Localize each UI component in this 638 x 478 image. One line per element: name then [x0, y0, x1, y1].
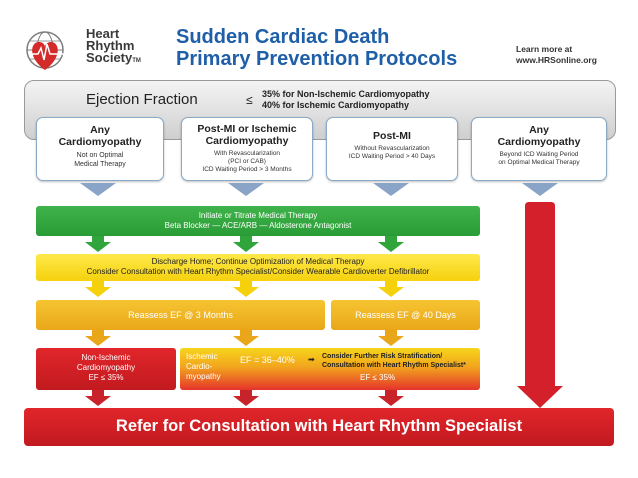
arrow-down-orange: [233, 330, 259, 346]
arrow-down-blue: [228, 183, 264, 196]
ischemic-further-line1: Consider Further Risk Stratification/: [322, 353, 443, 360]
ischemic-label2: Cardio-: [186, 362, 213, 371]
heart-globe-icon: [26, 31, 64, 70]
discharge-box: Discharge Home; Continue Optimization of…: [36, 254, 480, 281]
ischemic-further-line2: Consultation with Heart Rhythm Specialis…: [322, 362, 466, 369]
ejection-fraction-criteria: 35% for Non-Ischemic Cardiomyopathy 40% …: [262, 89, 430, 111]
arrow-down-red: [85, 390, 111, 406]
arrow-down-blue: [80, 183, 116, 196]
medical-therapy-box: Initiate or Titrate Medical Therapy Beta…: [36, 206, 480, 236]
ischemic-label: Ischemic Cardio- myopathy: [186, 352, 221, 382]
discharge-line2: Consider Consultation with Heart Rhythm …: [86, 267, 430, 276]
arrow-down-red: [378, 390, 404, 406]
ischemic-further: Consider Further Risk Stratification/ Co…: [322, 352, 466, 370]
medical-therapy-line1: Initiate or Titrate Medical Therapy: [198, 211, 318, 220]
logo-line2: Rhythm: [86, 38, 135, 53]
category-sub: With Revascularization(PCI or CAB)ICD Wa…: [202, 150, 292, 173]
page-title: Sudden Cardiac Death Primary Prevention …: [176, 26, 506, 70]
arrow-down-yellow: [233, 281, 259, 297]
ischemic-label3: myopathy: [186, 372, 221, 381]
ischemic-label1: Ischemic: [186, 352, 218, 361]
nonischemic-box: Non-Ischemic Cardiomyopathy EF ≤ 35%: [36, 348, 176, 390]
learn-more: Learn more at www.HRSonline.org: [516, 44, 626, 66]
reassess-3-months-box: Reassess EF @ 3 Months: [36, 300, 325, 330]
category-title: Post-MI: [373, 130, 411, 142]
ischemic-ef-low: EF ≤ 35%: [360, 373, 396, 382]
arrow-down-yellow: [378, 281, 404, 297]
red-column-arrow: [517, 202, 563, 408]
title-line1: Sudden Cardiac Death: [176, 26, 390, 48]
ef-criteria-nonischemic: 35% for Non-Ischemic Cardiomyopathy: [262, 89, 430, 99]
refer-label: Refer for Consultation with Heart Rhythm…: [115, 417, 523, 435]
discharge-line1: Discharge Home; Continue Optimization of…: [151, 257, 365, 266]
ischemic-box: [180, 348, 480, 390]
nonischemic-line2: Cardiomyopathy: [76, 363, 136, 372]
arrow-down-blue: [522, 183, 558, 196]
ischemic-ef-range: EF = 36–40%: [240, 355, 295, 365]
arrow-down-green: [378, 236, 404, 252]
logo-tm: TM: [132, 58, 141, 64]
logo-line3: Society: [86, 50, 133, 65]
ejection-fraction-symbol: ≤: [246, 93, 253, 107]
learn-more-line1: Learn more at: [516, 44, 573, 54]
ejection-fraction-label: Ejection Fraction: [86, 91, 198, 108]
reassess-40-days-label: Reassess EF @ 40 Days: [355, 310, 456, 320]
arrow-down-orange: [378, 330, 404, 346]
arrow-down-red: [233, 390, 259, 406]
logo: Heart Rhythm SocietyTM: [24, 26, 154, 74]
title-line2: Primary Prevention Protocols: [176, 48, 458, 70]
arrow-down-orange: [85, 330, 111, 346]
ef-criteria-ischemic: 40% for Ischemic Cardiomyopathy: [262, 100, 410, 110]
logo-line1: Heart: [86, 26, 120, 41]
nonischemic-ef: EF ≤ 35%: [88, 373, 124, 382]
nonischemic-line1: Non-Ischemic: [81, 353, 131, 362]
medical-therapy-line2: Beta Blocker — ACE/ARB — Aldosterone Ant…: [164, 221, 352, 230]
arrow-down-green: [85, 236, 111, 252]
arrow-down-green: [233, 236, 259, 252]
refer-bar: Refer for Consultation with Heart Rhythm…: [24, 408, 614, 446]
reassess-40-days-box: Reassess EF @ 40 Days: [331, 300, 480, 330]
arrow-down-blue: [373, 183, 409, 196]
learn-more-url[interactable]: www.HRSonline.org: [516, 55, 597, 65]
arrow-right-icon: ➡: [308, 355, 315, 364]
arrow-down-yellow: [85, 281, 111, 297]
reassess-3-months-label: Reassess EF @ 3 Months: [128, 310, 233, 320]
